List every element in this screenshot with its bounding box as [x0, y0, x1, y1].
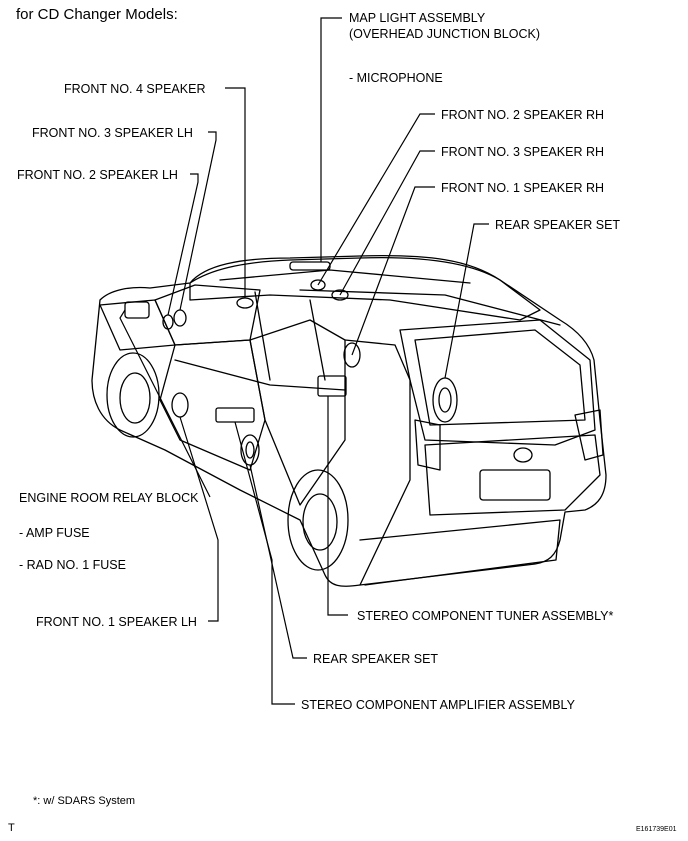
stereo-component-amplifier: [215, 407, 255, 423]
label-stereo-component-amplifier: STEREO COMPONENT AMPLIFIER ASSEMBLY: [301, 698, 575, 712]
leader-front-no1-rh: [351, 186, 435, 356]
front-wheel-hub: [119, 372, 151, 424]
license-plate-area: [479, 469, 551, 501]
rear-wheel: [287, 469, 349, 571]
front-no1-speaker-lh: [171, 392, 189, 418]
leader-amplifier: [234, 421, 295, 705]
leader-front-no1-lh: [179, 416, 219, 622]
front-no3-speaker-rh: [331, 289, 349, 301]
c-pillar: [309, 299, 326, 381]
front-no1-speaker-rh: [343, 342, 361, 368]
rear-speaker-set-right: [432, 377, 458, 423]
front-no3-speaker-lh: [173, 309, 187, 327]
leader-engine-relay: [119, 309, 211, 498]
rear-speaker-set-bottom-inner: [245, 441, 255, 459]
label-microphone: - MICROPHONE: [349, 71, 443, 85]
label-rear-speaker-set-right: REAR SPEAKER SET: [495, 218, 621, 232]
leader-tuner: [327, 396, 348, 616]
label-amp-fuse: - AMP FUSE: [19, 526, 90, 540]
label-engine-room-relay-block: ENGINE ROOM RELAY BLOCK: [19, 491, 199, 505]
rear-wheel-hub: [302, 493, 338, 551]
label-rear-speaker-set-bottom: REAR SPEAKER SET: [313, 652, 439, 666]
rear-hatch: [399, 319, 596, 446]
vehicle-roof: [189, 255, 541, 321]
diagram-title: for CD Changer Models:: [16, 6, 178, 23]
leader-rear-set-right: [444, 223, 489, 379]
rear-speaker-set-right-inner: [438, 387, 452, 413]
leader-front-no3-rh: [339, 150, 435, 296]
leader-rear-set-bottom: [249, 464, 307, 659]
label-front-no3-speaker-lh: FRONT NO. 3 SPEAKER LH: [32, 126, 193, 140]
stereo-component-tuner: [317, 375, 347, 397]
label-front-no1-speaker-rh: FRONT NO. 1 SPEAKER RH: [441, 181, 604, 195]
label-stereo-component-tuner: STEREO COMPONENT TUNER ASSEMBLY*: [357, 609, 614, 623]
label-front-no3-speaker-rh: FRONT NO. 3 SPEAKER RH: [441, 145, 604, 159]
rear-door: [249, 319, 346, 506]
front-door: [159, 339, 266, 471]
rear-bumper: [359, 519, 561, 586]
corner-mark: T: [8, 822, 15, 834]
tail-light-left: [414, 419, 441, 471]
label-overhead-junction-block: (OVERHEAD JUNCTION BLOCK): [349, 27, 540, 41]
interior-floor: [174, 359, 346, 391]
front-no4-speaker: [236, 297, 254, 309]
leader-front-no2-rh: [317, 113, 435, 286]
label-front-no4-speaker: FRONT NO. 4 SPEAKER: [64, 82, 206, 96]
footnote: *: w/ SDARS System: [33, 795, 136, 807]
label-front-no2-speaker-lh: FRONT NO. 2 SPEAKER LH: [17, 168, 178, 182]
map-light-assembly: [289, 261, 331, 271]
front-wheel: [106, 352, 160, 438]
label-front-no2-speaker-rh: FRONT NO. 2 SPEAKER RH: [441, 108, 604, 122]
leader-front-no3-lh: [179, 131, 217, 311]
leader-front-no2-lh: [167, 173, 199, 316]
leader-front-no4: [225, 87, 246, 298]
rear-emblem: [513, 447, 533, 463]
quarter-panel: [344, 339, 411, 586]
tailgate: [424, 434, 601, 516]
tail-light-right: [574, 409, 604, 461]
roof-rail-left: [219, 269, 471, 284]
leader-map-light: [320, 17, 342, 262]
b-pillar: [254, 291, 271, 381]
label-map-light-assembly: MAP LIGHT ASSEMBLY: [349, 11, 486, 25]
roof-rail-right: [299, 289, 561, 326]
vehicle-body-outline: [91, 257, 607, 587]
engine-room-relay-block: [124, 301, 150, 319]
front-no2-speaker-rh: [310, 279, 326, 291]
rear-window: [414, 329, 586, 426]
figure-code: E161739E01: [636, 826, 677, 833]
label-front-no1-speaker-lh: FRONT NO. 1 SPEAKER LH: [36, 615, 197, 629]
label-rad-no1-fuse: - RAD NO. 1 FUSE: [19, 558, 126, 572]
